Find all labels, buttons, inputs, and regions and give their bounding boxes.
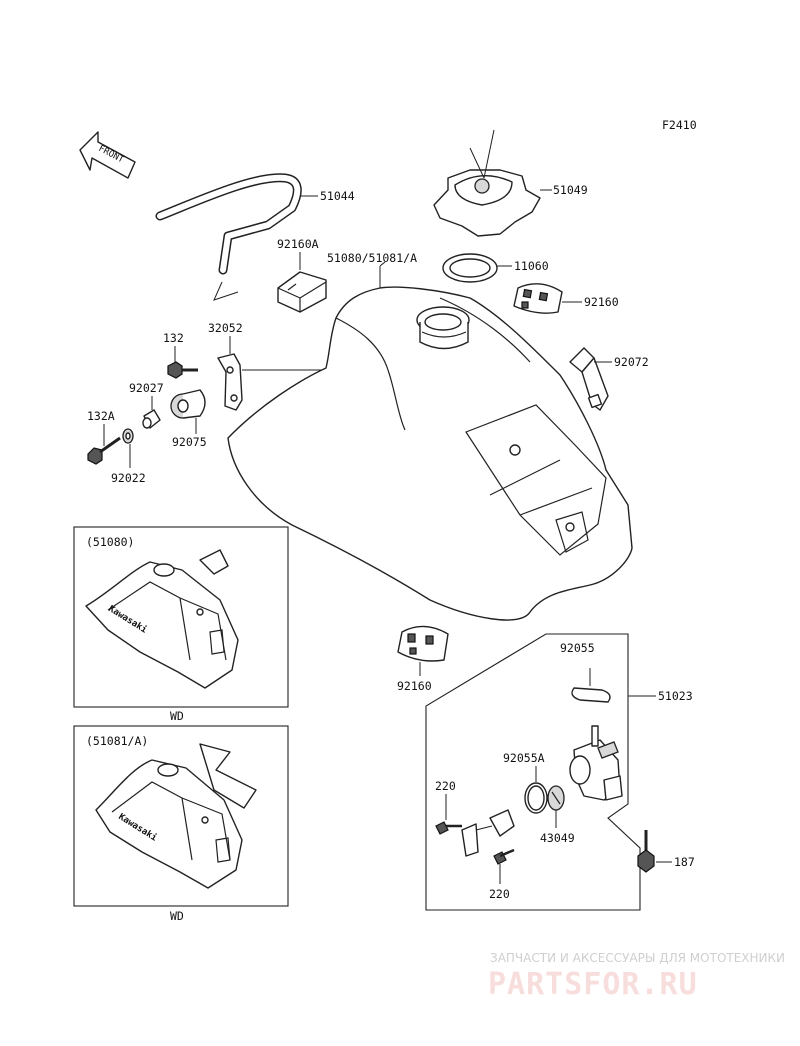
label-92022: 92022: [111, 471, 146, 485]
damper-92075: [170, 389, 206, 434]
collar-92027: [142, 396, 161, 429]
tank-strap: [569, 347, 612, 411]
label-92075: 92075: [172, 435, 207, 449]
label-92072: 92072: [614, 355, 649, 369]
label-51049: 51049: [553, 183, 588, 197]
label-92027: 92027: [129, 381, 164, 395]
watermark-tagline: ЗАПЧАСТИ И АКСЕССУАРЫ ДЛЯ МОТОТЕХНИКИ: [490, 951, 785, 965]
washer-92022: [122, 428, 134, 468]
bolt-187: [637, 830, 672, 873]
label-92160-top: 92160: [584, 295, 619, 309]
inset-51081a: (51081/A) Kawasaki WD: [73, 725, 289, 923]
cap-gasket: [442, 253, 512, 283]
inset-51080: (51080) Kawasaki WD: [73, 526, 289, 723]
label-132a: 132A: [87, 409, 115, 423]
watermark-site: PARTSFOR.RU: [488, 967, 698, 1002]
inset-51081a-caption: WD: [170, 909, 184, 923]
cushion-92160-bottom: [397, 625, 449, 676]
label-11060: 11060: [514, 259, 549, 273]
label-92055a: 92055A: [503, 751, 545, 765]
figure-code: F2410: [662, 118, 697, 132]
label-132: 132: [163, 331, 184, 345]
label-92160-bottom: 92160: [397, 679, 432, 693]
inset-51081a-title: (51081/A): [86, 734, 148, 748]
fuel-cock-assembly: [425, 633, 656, 911]
front-arrow-icon: FRONT: [79, 131, 136, 179]
label-32052: 32052: [208, 321, 243, 335]
label-43049: 43049: [540, 831, 575, 845]
label-187: 187: [674, 855, 695, 869]
bolt-132a: [87, 424, 121, 465]
inset-51080-caption: WD: [170, 709, 184, 723]
cushion-92160-top: [513, 283, 582, 314]
label-51044: 51044: [320, 189, 355, 203]
label-51023: 51023: [658, 689, 693, 703]
inset-51080-title: (51080): [86, 535, 134, 549]
fuel-cap: [433, 129, 552, 237]
label-220-top: 220: [435, 779, 456, 793]
breather-hose: [155, 173, 318, 301]
fuel-tank: [227, 261, 633, 621]
bracket-32052: [217, 336, 322, 411]
label-220-bottom: 220: [489, 887, 510, 901]
bolt-132: [167, 346, 198, 379]
label-92160a: 92160A: [277, 237, 319, 251]
cushion-92160a: [277, 252, 327, 313]
label-51080: 51080/51081/A: [327, 251, 417, 265]
label-92055: 92055: [560, 641, 595, 655]
